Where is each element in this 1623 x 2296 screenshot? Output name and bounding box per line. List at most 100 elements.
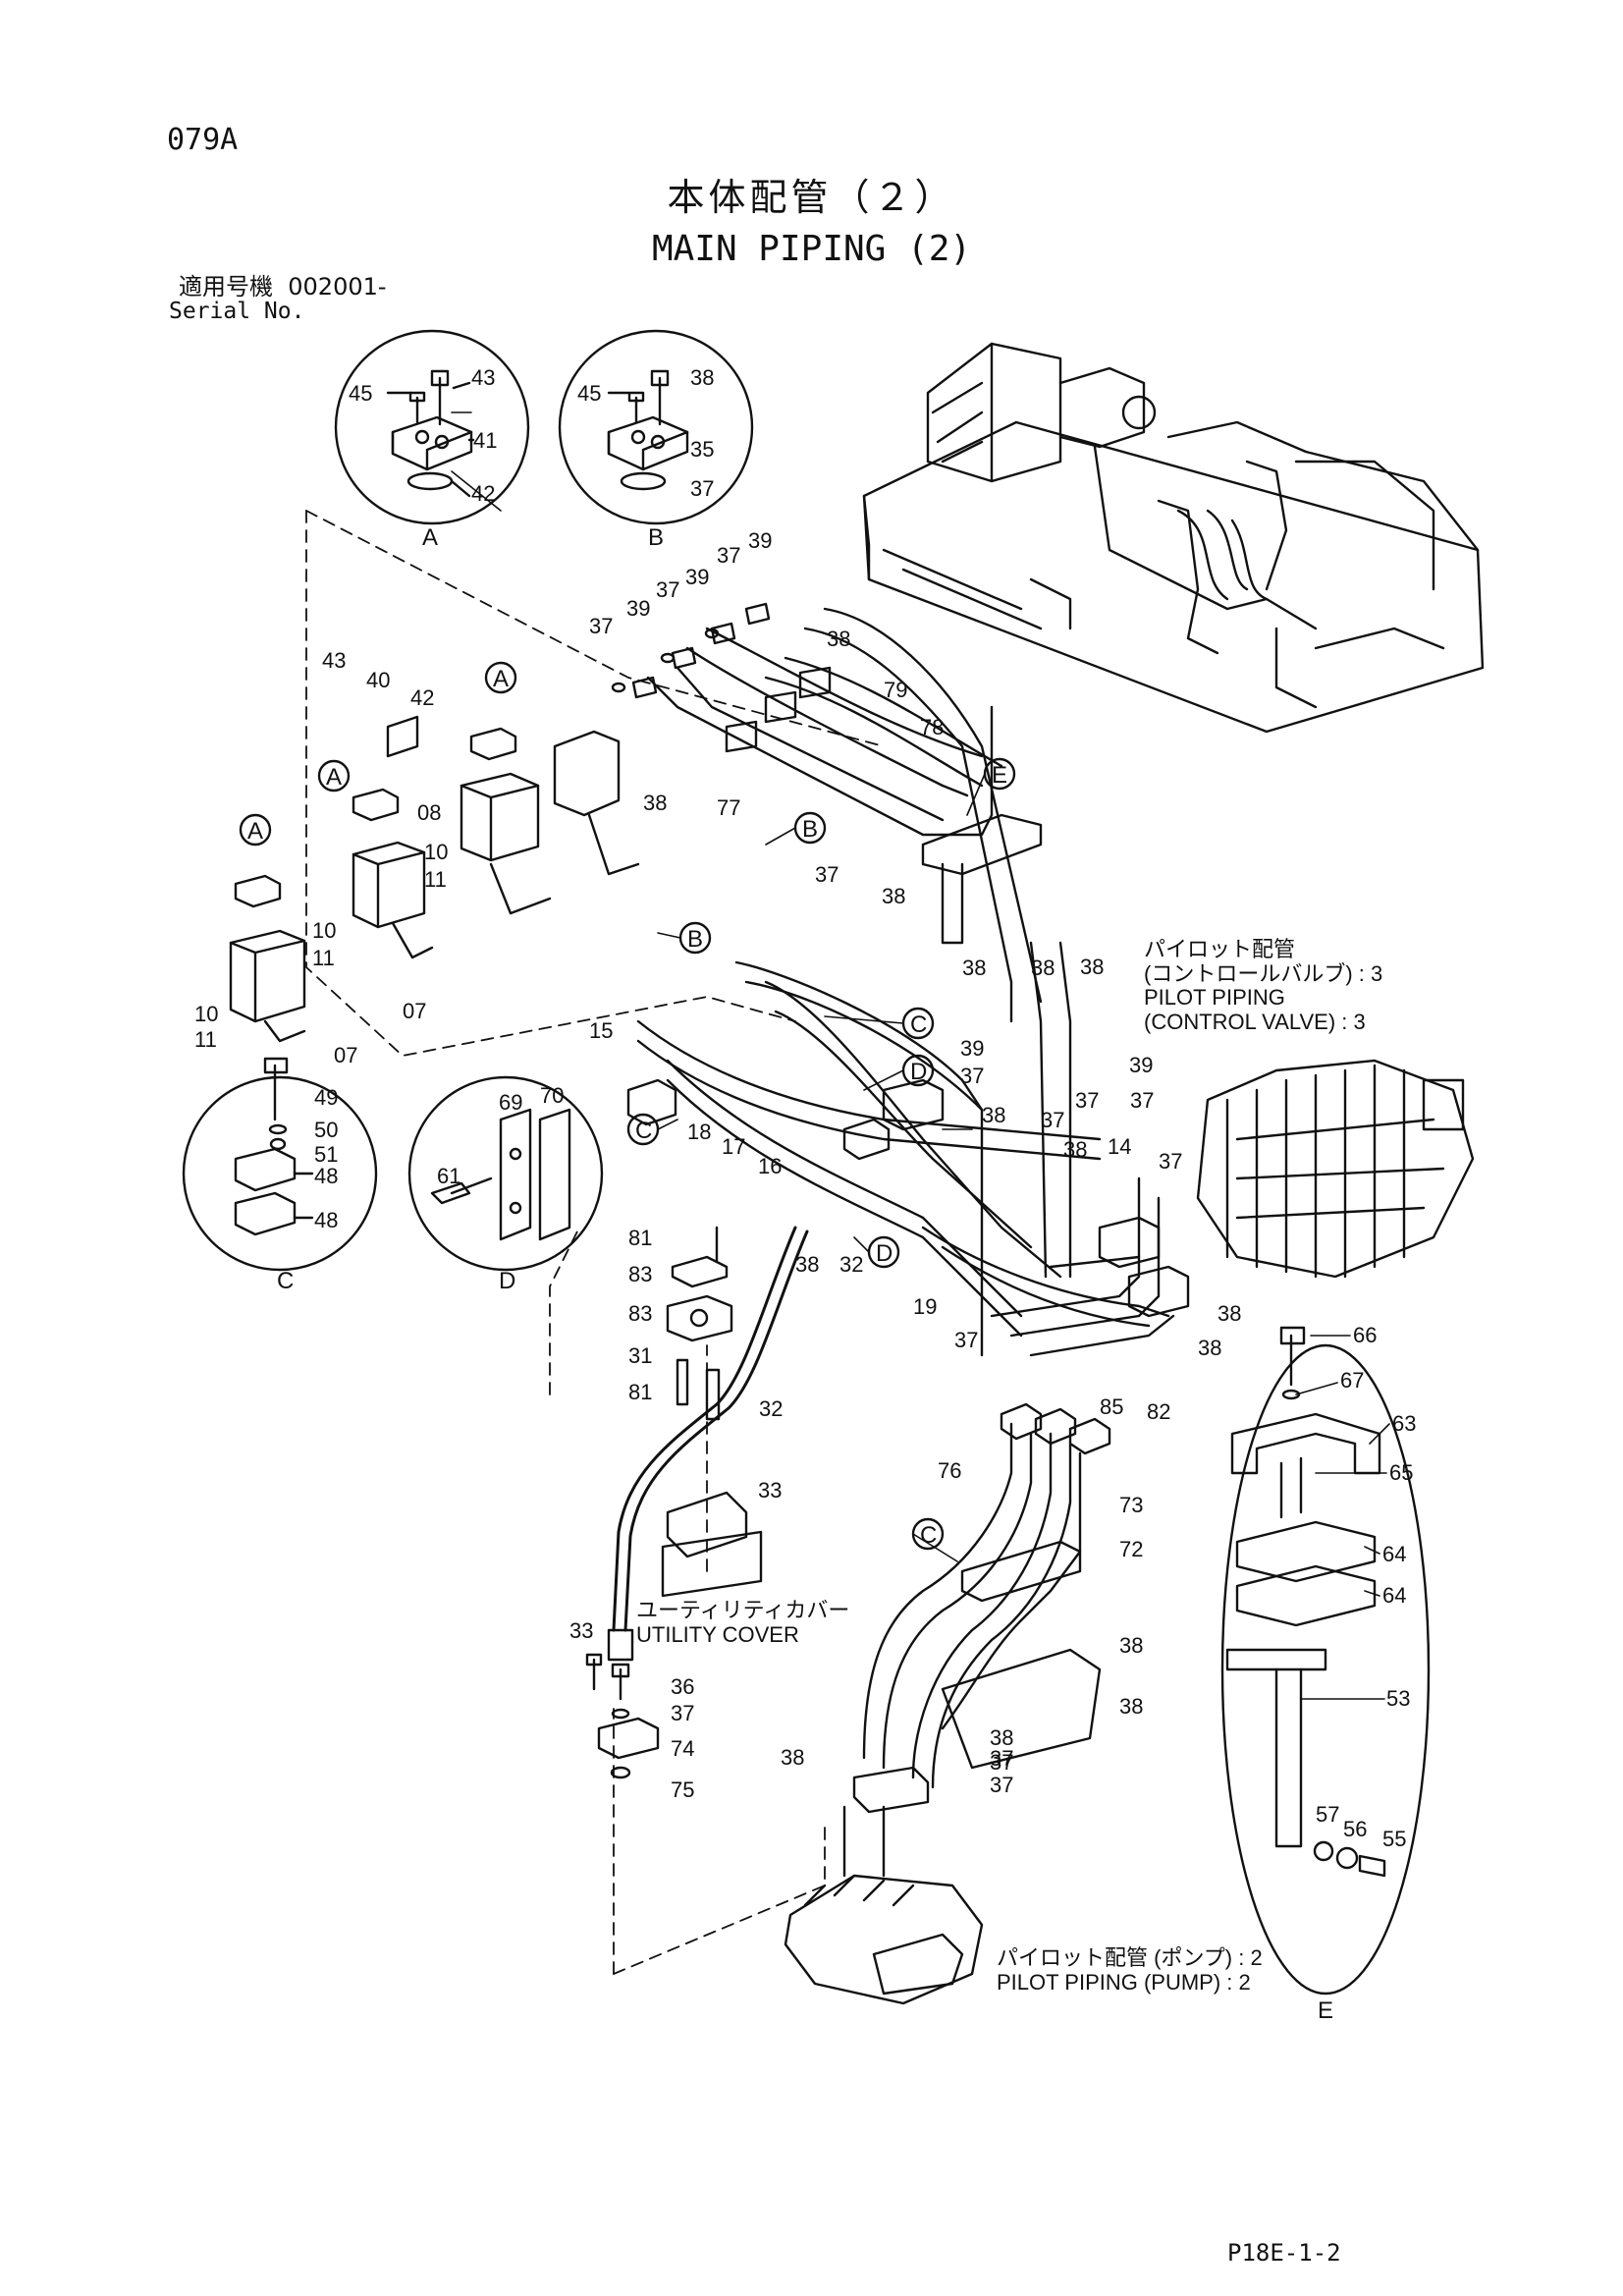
ref-number: 38 [1198, 1336, 1221, 1360]
ref-number: 38 [882, 884, 905, 908]
ref-number: 74 [671, 1736, 694, 1761]
ref-number: 38 [962, 956, 986, 980]
detail-c-part: 51 [314, 1142, 338, 1167]
page-code: 079A [167, 123, 239, 157]
callout-letter: B [687, 926, 703, 953]
ref-number: 07 [334, 1043, 357, 1067]
callout-letter: A [493, 666, 509, 692]
bottom-pipes [852, 1402, 1111, 1814]
callout-a-1 [484, 661, 517, 694]
detail-e-part: 67 [1340, 1368, 1364, 1393]
pilot-cv-en: PILOT PIPING [1144, 985, 1285, 1011]
ref-number: 81 [628, 1380, 652, 1404]
ref-number: 10 [312, 918, 336, 943]
detail-e-part: 63 [1392, 1411, 1416, 1436]
detail-a-part: 42 [471, 481, 495, 506]
ref-number: 14 [1108, 1134, 1131, 1159]
ref-number: 37 [960, 1064, 984, 1088]
ref-number: 31 [628, 1343, 652, 1368]
ref-number: 38 [1119, 1633, 1143, 1658]
pipe-fittings-top [611, 602, 832, 753]
detail-a-part: 43 [471, 365, 495, 390]
pipes-main [636, 607, 1175, 1357]
detail-b-part: 38 [690, 365, 714, 390]
serial-value: 002001- [288, 273, 387, 301]
ref-number: 11 [312, 946, 335, 970]
serial-label-en: Serial No. [169, 299, 305, 324]
pilot-cv-jp: パイロット配管 [1144, 937, 1296, 961]
detail-e-part: 65 [1389, 1460, 1413, 1485]
ref-number: 16 [758, 1154, 782, 1178]
callout-a-2 [317, 759, 351, 793]
ref-number: 38 [795, 1252, 819, 1277]
ref-number: 15 [589, 1018, 613, 1043]
detail-b-part: 45 [577, 381, 601, 406]
detail-d-part: 69 [499, 1090, 522, 1115]
page-footer-code: P18E-1-2 [1227, 2239, 1341, 2267]
ref-number: 81 [628, 1226, 652, 1250]
callout-letter: B [802, 816, 818, 843]
pilot-cv-en-sub: (CONTROL VALVE) : 3 [1144, 1009, 1366, 1034]
ref-number: 79 [884, 678, 907, 702]
ref-number: 17 [722, 1134, 745, 1159]
callout-letter: A [326, 764, 342, 791]
ref-number: 37 [954, 1328, 978, 1352]
ref-number: 08 [417, 800, 441, 825]
callout-letter: D [876, 1240, 893, 1267]
ref-number: 38 [781, 1745, 804, 1770]
detail-b-letter: B [648, 524, 664, 551]
pump-valve-bottom [784, 1805, 984, 2005]
serial-label-jp-text: 適用号機 [179, 273, 273, 301]
detail-d-part: 70 [540, 1083, 564, 1108]
ref-number: 75 [671, 1777, 694, 1802]
ref-number: 83 [628, 1262, 652, 1286]
ref-number: 37 [990, 1746, 1013, 1771]
page-title-jp: 本体配管（２） [667, 176, 956, 219]
ref-number: 72 [1119, 1537, 1143, 1561]
ref-number: 38 [643, 791, 667, 815]
ref-number: 76 [938, 1458, 961, 1483]
callout-letter: C [910, 1011, 927, 1038]
detail-e-part: 56 [1343, 1817, 1367, 1841]
ref-number: 42 [410, 685, 434, 710]
detail-a-circle [334, 329, 530, 525]
ref-number: 39 [748, 528, 772, 553]
ref-number: 82 [1147, 1399, 1170, 1424]
pilot-pump-jp: パイロット配管 (ポンプ) : 2 [997, 1945, 1263, 1970]
ref-number: 37 [671, 1701, 694, 1725]
pilot-piping-pump-label: パイロット配管 (ポンプ) : 2 PILOT PIPING (PUMP) : … [997, 1945, 1263, 1995]
callout-letter: D [910, 1059, 927, 1085]
ref-number: 37 [1130, 1088, 1154, 1113]
detail-c-part: 48 [314, 1164, 338, 1188]
ref-number: 37 [990, 1773, 1013, 1797]
reference-numbers: 37 39 37 39 37 39 38 79 78 38 77 43 40 4… [194, 528, 1241, 1802]
detail-c-part: 49 [314, 1085, 338, 1110]
leader-lines [387, 392, 1390, 1700]
ref-number: 37 [656, 577, 679, 602]
callout-letter: A [247, 818, 263, 845]
callout-letter: C [920, 1522, 937, 1549]
ref-number: 37 [589, 614, 613, 638]
ref-number: 38 [990, 1725, 1013, 1750]
pilot-piping-cv-label: パイロット配管 (コントロールバルブ) : 3 PILOT PIPING (CO… [1144, 937, 1382, 1035]
ref-number: 37 [717, 543, 740, 568]
ref-number: 83 [628, 1301, 652, 1326]
detail-labels: A 45 43 41 42 B 45 38 35 37 C 49 50 51 4… [277, 365, 1416, 2024]
ref-number: 38 [1217, 1301, 1241, 1326]
ref-number: 33 [758, 1478, 782, 1503]
ref-number: 39 [685, 565, 709, 589]
detail-e-circle [1220, 1326, 1431, 1995]
ref-number: 32 [839, 1252, 863, 1277]
detail-b-part: 35 [690, 437, 714, 462]
utility-cover-label: ユーティリティカバー UTILITY COVER [636, 1598, 849, 1647]
ref-number: 19 [913, 1294, 937, 1319]
detail-a-part: 45 [349, 381, 372, 406]
pilot-hose-31 [607, 1226, 809, 1662]
detail-a-part: 41 [473, 428, 497, 453]
pilot-pump-en: PILOT PIPING (PUMP) : 2 [997, 1969, 1251, 1995]
ref-number: 38 [1080, 955, 1104, 979]
detail-e-part: 55 [1382, 1827, 1406, 1851]
ref-number: 39 [1129, 1053, 1153, 1077]
ref-number: 18 [687, 1120, 711, 1144]
